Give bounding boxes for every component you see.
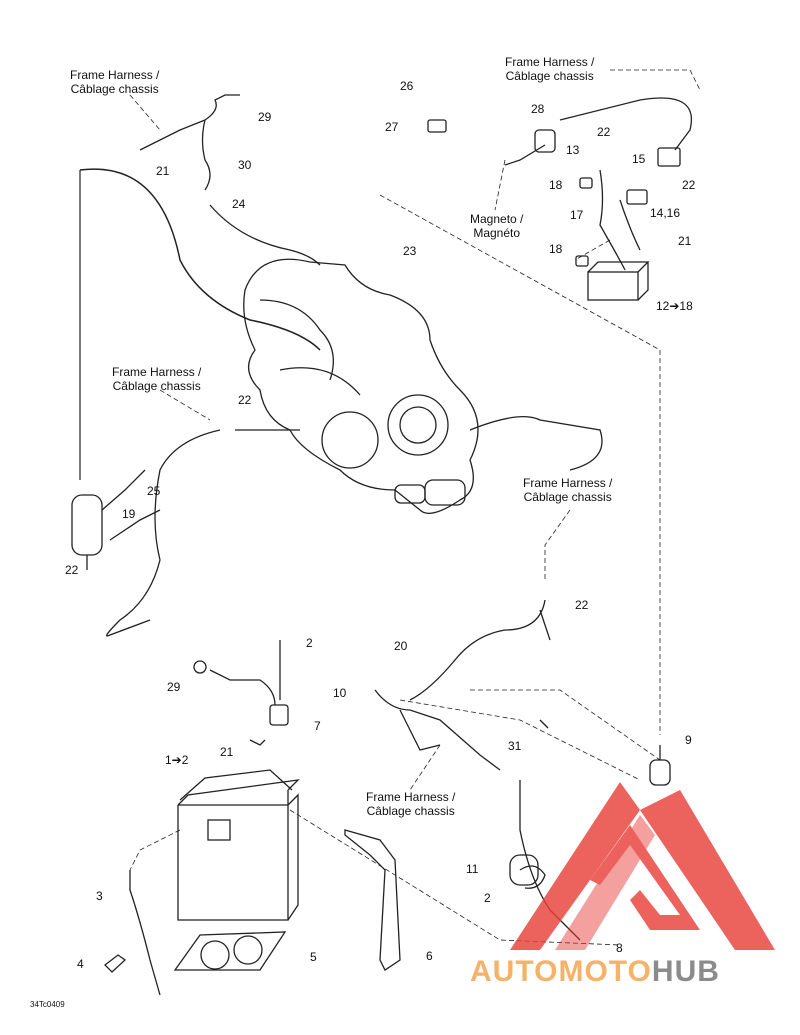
part-17: 17 — [570, 208, 584, 222]
part-21-right: 21 — [678, 234, 692, 248]
battery — [177, 769, 300, 921]
watermark-triangle — [510, 782, 775, 950]
engine-outline — [243, 258, 603, 514]
frame-harness-label-1: Frame Harness / Câblage chassis — [70, 68, 159, 96]
part-24: 24 — [232, 197, 246, 211]
watermark-logo: AUTOMOTOHUB — [470, 955, 720, 989]
harness-label-en: Frame Harness / — [112, 365, 202, 379]
frame-harness-label-5: Frame Harness / Câblage chassis — [366, 790, 455, 818]
part-5: 5 — [310, 950, 317, 964]
part-8: 8 — [616, 941, 623, 955]
harness-label-fr: Câblage chassis — [70, 82, 159, 96]
part-22-e: 22 — [575, 598, 589, 612]
harness-label-en: Frame Harness / — [366, 790, 456, 804]
magneto-label-en: Magneto / — [470, 212, 524, 226]
part-2-top: 2 — [306, 636, 313, 650]
part-6: 6 — [426, 949, 433, 963]
part-7: 7 — [314, 719, 321, 733]
part-9: 9 — [685, 733, 692, 747]
harness-label-en: Frame Harness / — [70, 68, 160, 82]
part-26: 26 — [400, 79, 414, 93]
diagram-code: 34Tc0409 — [30, 1000, 65, 1009]
harness-label-en: Frame Harness / — [523, 476, 613, 490]
part-31: 31 — [508, 739, 522, 753]
frame-harness-label-3: Frame Harness / Câblage chassis — [112, 365, 201, 393]
frame-harness-label-2: Frame Harness / Câblage chassis — [505, 55, 594, 83]
part-13: 13 — [566, 143, 580, 157]
harness-label-fr: Câblage chassis — [366, 804, 455, 818]
part-18-a: 18 — [549, 178, 563, 192]
part-4: 4 — [77, 957, 84, 971]
part-28: 28 — [531, 102, 545, 116]
part-21-top: 21 — [156, 164, 170, 178]
part-30: 30 — [238, 158, 252, 172]
part-23: 23 — [403, 244, 417, 258]
part-11: 11 — [466, 862, 479, 876]
part-14-16: 14,16 — [650, 206, 681, 220]
part-22-a: 22 — [597, 125, 611, 139]
harness-label-fr: Câblage chassis — [112, 379, 201, 393]
magneto-label-fr: Magnéto — [473, 226, 521, 240]
part-2-bottom: 2 — [484, 891, 491, 905]
part-27: 27 — [385, 120, 399, 134]
magneto-label: Magneto / Magnéto — [470, 212, 523, 240]
part-12-18: 12➔18 — [656, 299, 693, 313]
part-3: 3 — [96, 889, 103, 903]
harness-label-fr: Câblage chassis — [505, 69, 594, 83]
part-22-d: 22 — [65, 563, 79, 577]
part-10: 10 — [333, 686, 347, 700]
part-25: 25 — [147, 484, 161, 498]
watermark-text-automoto: AUTOMOTO — [470, 955, 652, 988]
part-19: 19 — [122, 507, 136, 521]
part-15: 15 — [632, 152, 646, 166]
part-29-top: 29 — [258, 110, 272, 124]
harness-label-en: Frame Harness / — [505, 55, 595, 69]
part-20: 20 — [394, 639, 408, 653]
part-22-b: 22 — [682, 178, 696, 192]
part-29-bottom: 29 — [167, 680, 181, 694]
leader-lines — [129, 69, 701, 946]
part-1-2: 1➔2 — [165, 753, 189, 767]
part-18-b: 18 — [549, 242, 563, 256]
harness-label-fr: Câblage chassis — [523, 490, 612, 504]
watermark-text-hub: HUB — [651, 955, 720, 988]
part-22-c: 22 — [238, 393, 252, 407]
part-21-bottom: 21 — [220, 745, 234, 759]
frame-harness-label-4: Frame Harness / Câblage chassis — [523, 476, 612, 504]
